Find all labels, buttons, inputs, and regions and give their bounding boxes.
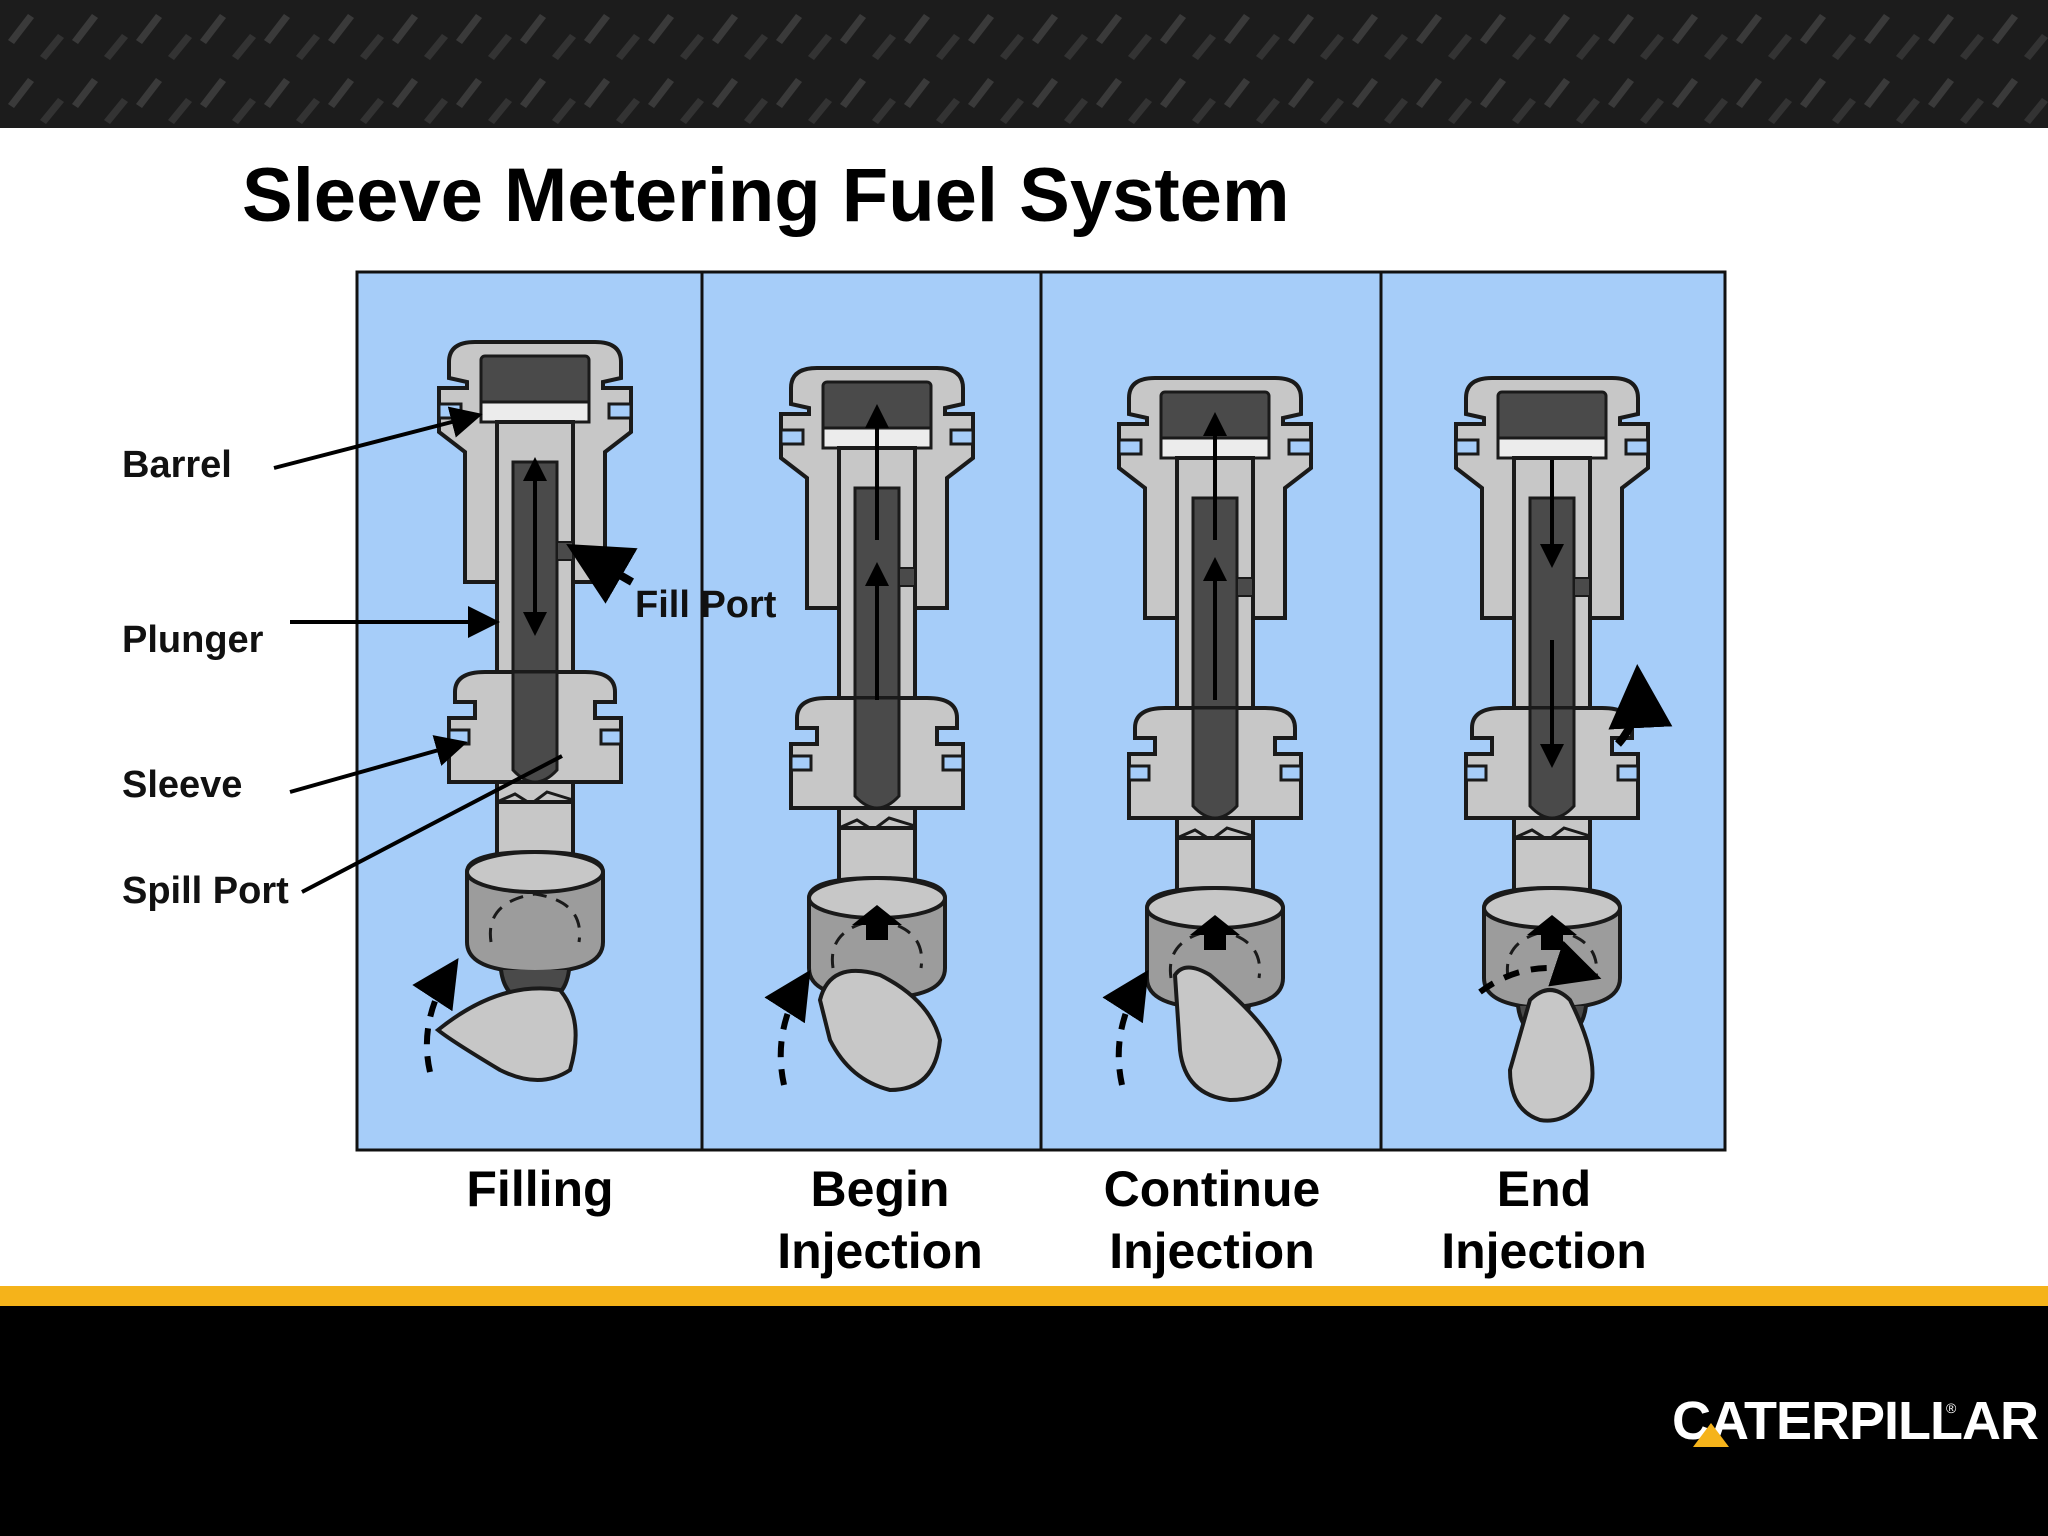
cam-lobe bbox=[1172, 965, 1283, 1103]
barrel-label: Barrel bbox=[122, 444, 232, 486]
logo-triangle-icon bbox=[1693, 1423, 1729, 1447]
cam-lobe bbox=[817, 968, 943, 1093]
fill-port-leader bbox=[566, 544, 638, 604]
sleeve-label: Sleeve bbox=[122, 764, 243, 806]
sleeve-leader bbox=[289, 735, 468, 794]
cam-lobe bbox=[1507, 988, 1595, 1123]
footer-bar bbox=[0, 1306, 2048, 1536]
injector-end-injection bbox=[1454, 376, 1673, 1123]
caterpillar-logo: CATERPILLAR bbox=[1672, 1391, 2039, 1451]
stage-label-filling: Filling bbox=[466, 1161, 614, 1217]
top-texture-band bbox=[0, 0, 2048, 128]
cam-lobe bbox=[434, 986, 578, 1082]
fuel-system-diagram bbox=[273, 270, 1727, 1152]
barrel-leader bbox=[273, 406, 483, 470]
diamond-plate-pattern bbox=[0, 0, 2048, 128]
slide-title: Sleeve Metering Fuel System bbox=[242, 153, 1290, 238]
registered-mark: ® bbox=[1946, 1400, 1957, 1416]
injector-filling bbox=[412, 340, 633, 1082]
spill-port-leader bbox=[301, 754, 563, 894]
accent-stripe bbox=[0, 1286, 2048, 1306]
fill-port-label: Fill Port bbox=[635, 584, 777, 626]
injector-begin-injection bbox=[764, 366, 975, 1093]
spill-port-label: Spill Port bbox=[122, 870, 289, 912]
plunger-label: Plunger bbox=[122, 619, 264, 661]
injector-continue-injection bbox=[1102, 376, 1313, 1103]
